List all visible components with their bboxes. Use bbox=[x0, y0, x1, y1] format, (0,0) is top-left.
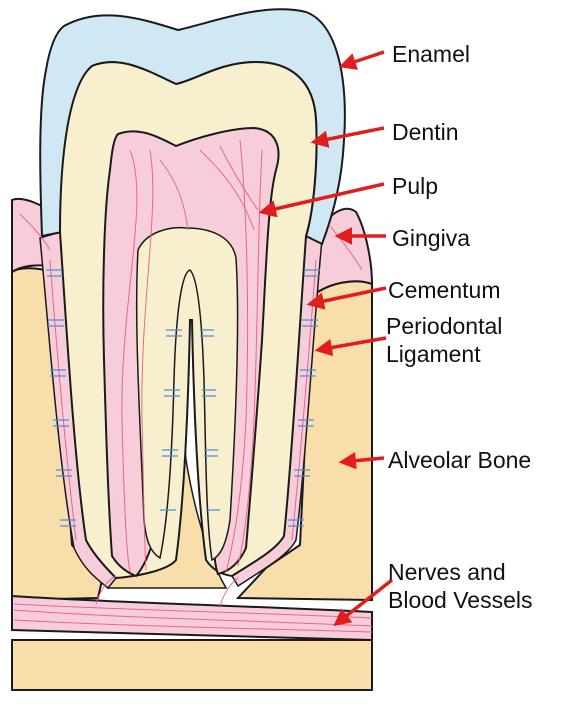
gingiva-label: Gingiva bbox=[392, 225, 470, 251]
pulp-label: Pulp bbox=[392, 173, 438, 199]
labels: Enamel Dentin Pulp Gingiva Cementum Peri… bbox=[386, 41, 532, 613]
cementum-label: Cementum bbox=[388, 277, 500, 303]
nerves-and-label: Nerves and bbox=[388, 559, 506, 585]
dentin-label: Dentin bbox=[392, 119, 458, 145]
blood-vessels-label: Blood Vessels bbox=[388, 587, 532, 613]
enamel-arrow bbox=[342, 52, 384, 66]
nerves-and-blood-vessels-band bbox=[12, 596, 372, 640]
periodontal-label: Periodontal bbox=[386, 313, 502, 339]
ligament-label: Ligament bbox=[386, 341, 481, 367]
alveolar-bone-label: Alveolar Bone bbox=[388, 447, 531, 473]
enamel-label: Enamel bbox=[392, 41, 470, 67]
alveolar-bone-bottom bbox=[12, 640, 372, 690]
